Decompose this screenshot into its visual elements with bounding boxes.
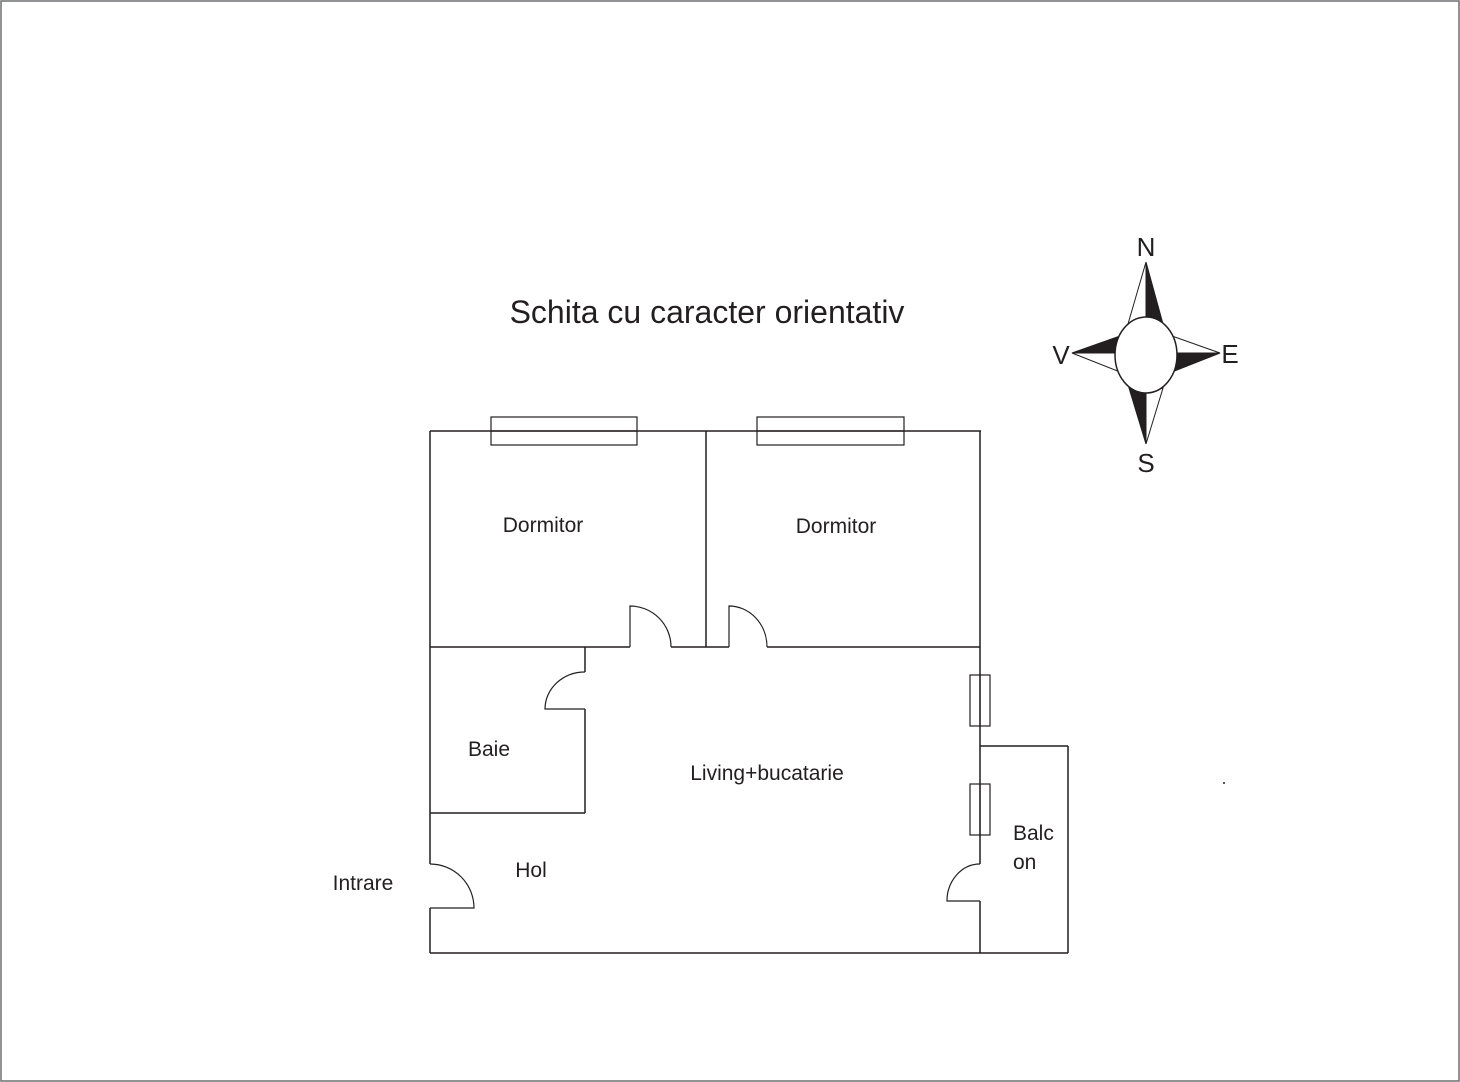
label-bedroom-right: Dormitor: [796, 515, 877, 538]
compass-label-south: S: [1137, 448, 1154, 478]
compass-center: [1114, 316, 1178, 394]
door-bathroom: [544, 671, 586, 710]
door-entrance: [429, 863, 475, 909]
windows: [490, 416, 991, 836]
door-bedroom-right: [728, 605, 768, 648]
compass-west-dark: [1071, 335, 1121, 354]
label-balcony-line2: on: [1013, 851, 1036, 874]
label-balcony-line1: Balc: [1013, 822, 1054, 845]
doors: [429, 605, 981, 909]
label-entrance: Intrare: [333, 872, 394, 895]
compass-east-dark: [1171, 352, 1221, 373]
compass-north-light: [1127, 261, 1147, 325]
compass-east-light: [1171, 335, 1221, 354]
compass-south-light: [1145, 387, 1164, 445]
door-bedroom-left: [629, 605, 672, 648]
compass-south-dark: [1128, 387, 1147, 445]
label-bedroom-left: Dormitor: [503, 514, 584, 537]
compass-label-north: N: [1137, 232, 1156, 262]
walls: [429, 430, 1069, 954]
compass-label-east: E: [1221, 339, 1238, 369]
compass-rose: N E S V: [1052, 232, 1238, 478]
compass-west-light: [1071, 352, 1121, 373]
label-bathroom: Baie: [468, 738, 510, 761]
compass-north-dark: [1145, 261, 1164, 325]
label-living: Living+bucatarie: [690, 762, 844, 785]
label-hall: Hol: [515, 859, 547, 882]
door-balcony: [946, 863, 981, 902]
compass-label-west: V: [1052, 340, 1070, 370]
plan-title: Schita cu caracter orientativ: [510, 294, 905, 330]
stray-dot: [1223, 782, 1225, 784]
